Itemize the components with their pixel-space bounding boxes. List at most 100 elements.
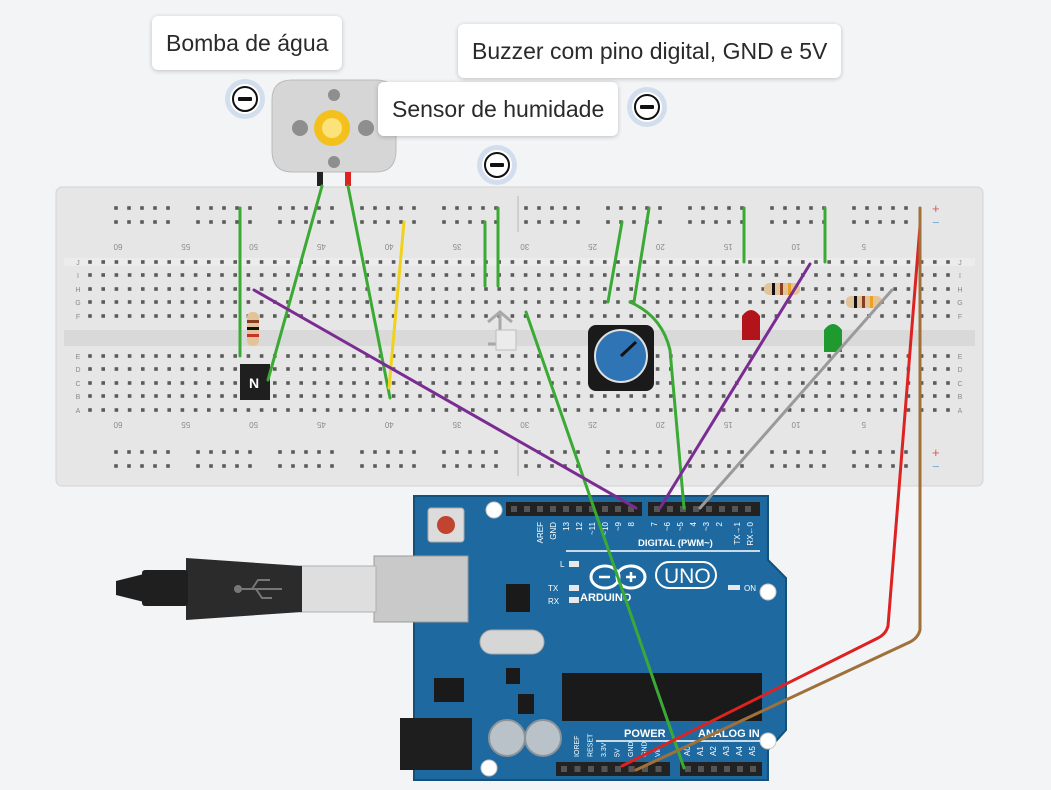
rail-hole[interactable] [278,206,282,210]
breadboard-hole[interactable] [365,273,369,277]
rail-hole[interactable] [878,464,882,468]
breadboard-hole[interactable] [721,394,726,398]
breadboard-hole[interactable] [642,408,647,412]
breadboard-hole[interactable] [827,314,831,318]
breadboard-hole[interactable] [378,287,383,291]
breadboard-hole[interactable] [827,354,831,358]
breadboard-hole[interactable] [431,314,435,318]
breadboard-hole[interactable] [484,394,488,398]
breadboard-hole[interactable] [418,408,422,412]
breadboard-hole[interactable] [431,408,435,412]
rail-hole[interactable] [291,464,295,468]
collapse-pump-icon[interactable] [230,84,260,114]
breadboard-hole[interactable] [101,314,105,318]
breadboard-hole[interactable] [365,394,369,398]
rail-hole[interactable] [166,464,170,468]
breadboard-hole[interactable] [352,314,356,318]
breadboard-hole[interactable] [233,300,237,304]
breadboard-hole[interactable] [193,367,198,371]
breadboard-hole[interactable] [378,367,383,371]
breadboard-hole[interactable] [207,394,211,398]
breadboard-hole[interactable] [273,381,277,385]
breadboard-hole[interactable] [444,394,449,398]
rail-hole[interactable] [127,220,131,224]
rail-hole[interactable] [235,206,239,210]
potentiometer[interactable] [588,325,654,391]
breadboard-hole[interactable] [286,287,290,291]
breadboard-hole[interactable] [827,287,831,291]
breadboard-hole[interactable] [642,394,647,398]
breadboard-hole[interactable] [114,314,119,318]
rail-hole[interactable] [688,450,692,454]
breadboard-hole[interactable] [576,260,581,264]
rail-hole[interactable] [658,464,662,468]
breadboard-hole[interactable] [312,367,317,371]
breadboard-hole[interactable] [814,408,818,412]
breadboard-hole[interactable] [510,287,515,291]
breadboard-hole[interactable] [273,314,277,318]
breadboard-hole[interactable] [167,314,171,318]
header-hole[interactable] [628,766,635,772]
breadboard-hole[interactable] [88,354,92,358]
breadboard-hole[interactable] [735,354,739,358]
breadboard-hole[interactable] [207,260,211,264]
breadboard-hole[interactable] [299,394,303,398]
breadboard-hole[interactable] [893,381,897,385]
transistor-npn[interactable]: N [240,364,270,400]
breadboard-hole[interactable] [444,273,449,277]
breadboard-hole[interactable] [774,381,779,385]
rail-hole[interactable] [714,450,718,454]
breadboard-hole[interactable] [695,394,699,398]
breadboard-hole[interactable] [589,300,594,304]
breadboard-hole[interactable] [312,314,317,318]
breadboard-hole[interactable] [933,408,937,412]
rail-hole[interactable] [740,450,744,454]
breadboard-hole[interactable] [418,354,422,358]
breadboard-hole[interactable] [523,300,528,304]
rail-hole[interactable] [304,206,308,210]
breadboard-hole[interactable] [523,314,528,318]
rail-hole[interactable] [386,464,390,468]
breadboard-hole[interactable] [801,367,805,371]
breadboard-hole[interactable] [708,381,713,385]
breadboard-hole[interactable] [537,367,541,371]
water-pump[interactable] [271,79,397,186]
rail-hole[interactable] [550,220,554,224]
rail-hole[interactable] [317,450,321,454]
breadboard-hole[interactable] [563,260,567,264]
collapse-buzzer-icon[interactable] [632,92,662,122]
rail-hole[interactable] [809,220,813,224]
breadboard-hole[interactable] [682,314,686,318]
breadboard-hole[interactable] [827,273,831,277]
breadboard-hole[interactable] [576,300,581,304]
breadboard-hole[interactable] [853,260,858,264]
breadboard-hole[interactable] [431,394,435,398]
breadboard-hole[interactable] [787,367,792,371]
breadboard-hole[interactable] [550,287,554,291]
breadboard-hole[interactable] [352,260,356,264]
rail-hole[interactable] [481,464,485,468]
breadboard-hole[interactable] [325,354,330,358]
breadboard-hole[interactable] [167,273,171,277]
rail-hole[interactable] [770,464,774,468]
breadboard-hole[interactable] [510,394,515,398]
header-hole[interactable] [602,506,608,512]
breadboard-hole[interactable] [708,367,713,371]
rail-hole[interactable] [904,464,908,468]
breadboard-hole[interactable] [286,273,290,277]
breadboard-hole[interactable] [88,394,92,398]
breadboard-hole[interactable] [814,314,818,318]
rail-hole[interactable] [606,220,610,224]
breadboard-hole[interactable] [880,354,884,358]
rail-hole[interactable] [481,206,485,210]
breadboard-hole[interactable] [233,394,237,398]
breadboard-hole[interactable] [523,408,528,412]
rail-hole[interactable] [153,220,157,224]
breadboard-hole[interactable] [167,300,171,304]
breadboard-hole[interactable] [682,367,686,371]
breadboard-hole[interactable] [497,367,501,371]
breadboard-hole[interactable] [339,287,343,291]
breadboard-hole[interactable] [787,300,792,304]
breadboard-hole[interactable] [431,287,435,291]
breadboard-hole[interactable] [814,367,818,371]
